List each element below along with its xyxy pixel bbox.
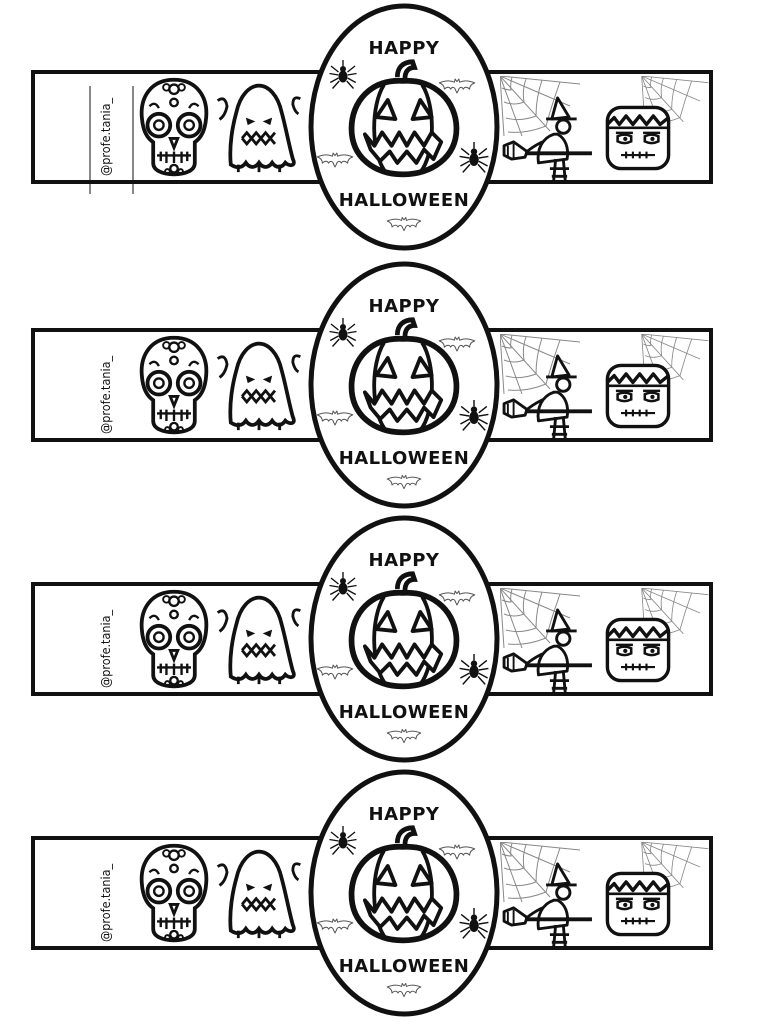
napkin-ring-band-1: @profe.tania_ HAPPY HALLOWEEN bbox=[0, 0, 768, 256]
frankenstein-icon bbox=[605, 871, 671, 937]
sugar-skull-icon bbox=[139, 843, 209, 943]
halloween-title: HALLOWEEN bbox=[339, 702, 470, 723]
napkin-ring-band-2: @profe.tania_ HAPPY HALLOWEEN bbox=[0, 258, 768, 514]
napkin-ring-band-4: @profe.tania_ HAPPY HALLOWEEN bbox=[0, 766, 768, 1022]
credit-text: @profe.tania_ bbox=[98, 97, 113, 176]
happy-title: HAPPY bbox=[369, 296, 440, 317]
credit-text: @profe.tania_ bbox=[98, 609, 113, 688]
frankenstein-icon bbox=[605, 105, 671, 171]
frankenstein-icon bbox=[605, 363, 671, 429]
napkin-ring-band-3: @profe.tania_ HAPPY HALLOWEEN bbox=[0, 512, 768, 768]
frankenstein-icon bbox=[605, 617, 671, 683]
halloween-title: HALLOWEEN bbox=[339, 190, 470, 211]
credit-text: @profe.tania_ bbox=[98, 863, 113, 942]
sugar-skull-icon bbox=[139, 589, 209, 689]
sugar-skull-icon bbox=[139, 77, 209, 177]
sugar-skull-icon bbox=[139, 335, 209, 435]
halloween-title: HALLOWEEN bbox=[339, 448, 470, 469]
halloween-title: HALLOWEEN bbox=[339, 956, 470, 977]
happy-title: HAPPY bbox=[369, 38, 440, 59]
happy-title: HAPPY bbox=[369, 804, 440, 825]
credit-text: @profe.tania_ bbox=[98, 355, 113, 434]
happy-title: HAPPY bbox=[369, 550, 440, 571]
